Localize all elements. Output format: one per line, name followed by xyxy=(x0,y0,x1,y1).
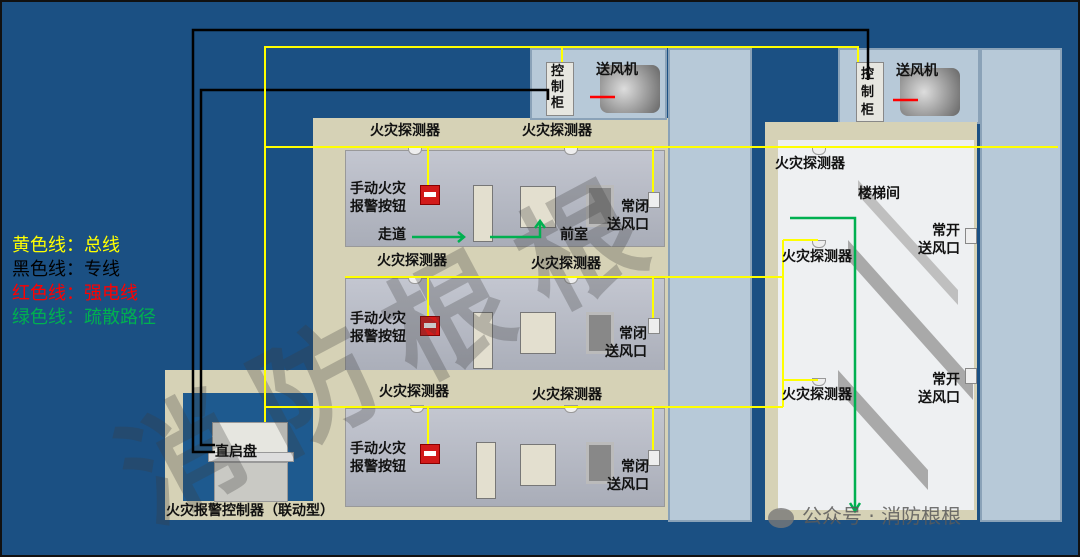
front-room-door-3 xyxy=(520,186,556,228)
manual-alarm-label-1: 手动火灾报警按钮 xyxy=(350,441,406,475)
nc-vent-label-1: 常闭送风口 xyxy=(607,459,649,493)
front-room-label: 前室 xyxy=(560,227,588,243)
supply-fan-label-left: 送风机 xyxy=(596,62,638,78)
legend-item-power: 红色线：强电线 xyxy=(12,283,138,304)
corridor-label: 走道 xyxy=(378,227,406,243)
detector-label: 火灾探测器 xyxy=(782,249,852,265)
manual-call-point-1 xyxy=(420,444,440,464)
direct-panel-label: 直启盘 xyxy=(215,444,257,460)
nc-vent-label-2: 常闭送风口 xyxy=(605,326,647,360)
supply-fan-label-right: 送风机 xyxy=(896,63,938,79)
fire-alarm-controller-cabinet xyxy=(208,422,294,502)
legend-item-dedicated: 黑色线：专线 xyxy=(12,259,120,280)
legend-item-bus: 黄色线：总线 xyxy=(12,235,120,256)
detector-label: 火灾探测器 xyxy=(522,123,592,139)
vent-icon xyxy=(965,228,977,244)
detector-label: 火灾探测器 xyxy=(370,123,440,139)
vent-icon xyxy=(648,192,660,208)
detector-label: 火灾探测器 xyxy=(775,156,845,172)
detector-label: 火灾探测器 xyxy=(531,256,601,272)
vent-icon xyxy=(648,318,660,334)
corridor-door-1 xyxy=(476,442,496,499)
manual-call-point-3 xyxy=(420,185,440,205)
no-vent-label-upper: 常开送风口 xyxy=(918,223,960,257)
stairwell-label: 楼梯间 xyxy=(858,186,900,202)
legend: 黄色线：总线 黑色线：专线 红色线：强电线 绿色线：疏散路径 xyxy=(12,234,156,330)
controller-label: 火灾报警控制器（联动型） xyxy=(166,503,334,519)
front-room-door-2 xyxy=(520,312,556,354)
manual-alarm-label-3: 手动火灾报警按钮 xyxy=(350,181,406,215)
manual-call-point-2 xyxy=(420,316,440,336)
detector-label: 火灾探测器 xyxy=(379,384,449,400)
nc-vent-label-3: 常闭送风口 xyxy=(607,199,649,233)
front-room-door-1 xyxy=(520,444,556,486)
control-cabinet-label-right: 控制柜 xyxy=(861,67,875,118)
wechat-icon xyxy=(768,507,794,528)
detector-label: 火灾探测器 xyxy=(782,387,852,403)
shaft-right xyxy=(980,48,1062,522)
no-vent-label-lower: 常开送风口 xyxy=(918,372,960,406)
corridor-door-3 xyxy=(473,185,493,242)
legend-item-evac: 绿色线：疏散路径 xyxy=(12,307,156,328)
shaft-left xyxy=(668,48,752,522)
vent-icon xyxy=(965,368,977,384)
corridor-door-2 xyxy=(473,312,493,369)
control-cabinet-label-left: 控制柜 xyxy=(551,64,565,111)
detector-label: 火灾探测器 xyxy=(532,387,602,403)
manual-alarm-label-2: 手动火灾报警按钮 xyxy=(350,311,406,345)
vent-icon xyxy=(648,450,660,466)
detector-label: 火灾探测器 xyxy=(377,253,447,269)
supply-fan-right xyxy=(900,68,960,116)
footer-credit: 公众号 · 消防根根 xyxy=(768,500,961,529)
